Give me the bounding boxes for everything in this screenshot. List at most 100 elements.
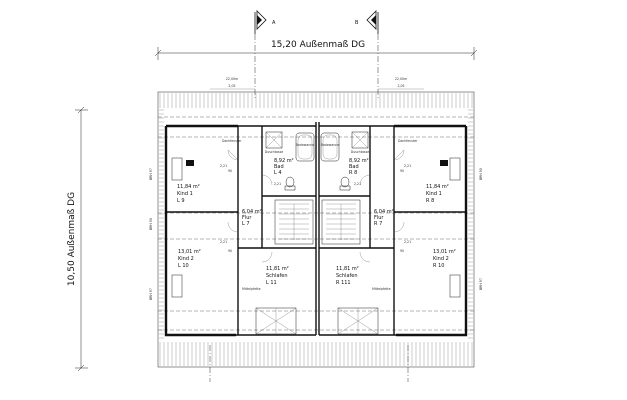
svg-text:8,92 m²: 8,92 m² (349, 158, 369, 164)
top-dimension-label: 15,20 Außenmaß DG (271, 40, 365, 50)
svg-text:11,81 m²: 11,81 m² (336, 266, 359, 272)
note-dachfenster-left: Dachfenster (222, 139, 242, 143)
building-outline (157, 91, 475, 368)
section-marker-a: A (254, 10, 276, 34)
exterior-walls (164, 124, 468, 337)
staircase-left (274, 199, 314, 245)
svg-text:Schlafen: Schlafen (266, 273, 288, 279)
svg-text:11,84 m²: 11,84 m² (426, 184, 449, 190)
note-mittelpfette-right: Mittelpfette (372, 287, 391, 291)
room-schlafen-right: 11,81 m² Schlafen R 111 (336, 266, 359, 286)
svg-text:Flur: Flur (374, 215, 384, 221)
room-kind1-right: 11,84 m² Kind 1 R 8 (426, 184, 449, 204)
note-dachfenster-right: Dachfenster (398, 139, 418, 143)
bed-right (337, 307, 379, 335)
svg-text:2,05: 2,05 (397, 84, 404, 88)
brh-right-mid: BRH 97 (479, 278, 483, 290)
brh-left-bot: BRH 97 (149, 288, 153, 300)
room-flur-right: 6,04 m² Flur R 7 (374, 209, 394, 227)
room-bad-right: 8,92 m² Bad R 8 (349, 158, 369, 176)
left-unit-walls (166, 125, 316, 336)
svg-text:6,04 m²: 6,04 m² (242, 209, 262, 215)
dim-90-c: 90 (400, 169, 404, 173)
top-small-dim-right: 22,00m 2,05 (378, 77, 424, 90)
dim-90-d: 90 (400, 249, 404, 253)
dim-221-right-top: 2,21 (404, 164, 411, 168)
svg-text:L 4: L 4 (274, 170, 282, 176)
shower-right: Duschtasse (351, 131, 369, 154)
svg-text:22,00m: 22,00m (226, 77, 238, 81)
room-bad-left: 8,92 m² Bad L 4 (274, 158, 294, 176)
svg-text:Kind 1: Kind 1 (426, 191, 442, 197)
svg-text:Kind 2: Kind 2 (433, 256, 449, 262)
svg-text:Duschtasse: Duschtasse (351, 150, 369, 154)
svg-text:R 10: R 10 (433, 263, 444, 269)
section-marker-b: B (355, 10, 379, 34)
bathtub-right: Badewanne (321, 132, 340, 162)
toilet-left (284, 176, 296, 191)
room-flur-left: 6,04 m² Flur L 7 (242, 209, 262, 227)
brh-left-top: BRH 97 (149, 168, 153, 180)
roof-hatch-bottom (159, 342, 473, 366)
svg-text:R 8: R 8 (426, 198, 434, 204)
svg-text:L 9: L 9 (177, 198, 185, 204)
svg-text:L 10: L 10 (178, 263, 189, 269)
roof-hatch-right (468, 109, 473, 339)
svg-text:6,04 m²: 6,04 m² (374, 209, 394, 215)
svg-text:Badewanne: Badewanne (296, 143, 315, 147)
window-left-lower (171, 274, 183, 298)
svg-text:2,05: 2,05 (228, 84, 235, 88)
dim-90-a: 90 (228, 169, 232, 173)
dim-221-left-mid: 2,21 (220, 240, 227, 244)
brh-left-mid: BRH 90 (149, 218, 153, 230)
svg-text:Schlafen: Schlafen (336, 273, 358, 279)
roof-hatch-left (159, 109, 164, 339)
window-left-upper (171, 157, 183, 181)
svg-text:11,84 m²: 11,84 m² (177, 184, 200, 190)
svg-text:13,01 m²: 13,01 m² (433, 249, 456, 255)
bathtub-left: Badewanne (296, 132, 315, 162)
svg-text:Kind 1: Kind 1 (177, 191, 193, 197)
svg-text:Bad: Bad (274, 164, 284, 170)
room-schlafen-left: 11,81 m² Schlafen L 11 (266, 266, 289, 286)
svg-text:Flur: Flur (242, 215, 252, 221)
svg-text:Kind 2: Kind 2 (178, 256, 194, 262)
bed-left (255, 307, 297, 335)
roof-hatch-top (159, 93, 473, 108)
svg-text:L 11: L 11 (266, 280, 277, 286)
shower-left: Duschtasse (265, 131, 283, 154)
svg-text:13,01 m²: 13,01 m² (178, 249, 201, 255)
svg-text:R 7: R 7 (374, 221, 382, 227)
svg-text:Bad: Bad (349, 164, 359, 170)
room-kind1-left: 11,84 m² Kind 1 L 9 (177, 184, 200, 204)
party-wall (315, 122, 320, 335)
note-mittelpfette-left: Mittelpfette (242, 287, 261, 291)
dim-221-left-top: 2,21 (220, 164, 227, 168)
dim-221-right-mid: 2,21 (404, 240, 411, 244)
dim-221-left-bot: 2,21 (274, 182, 281, 186)
left-dimension: 10,50 Außenmaß DG (67, 106, 88, 372)
staircase-right (321, 199, 361, 245)
svg-text:L 7: L 7 (242, 221, 250, 227)
section-label-b: B (355, 20, 359, 26)
svg-text:R 111: R 111 (336, 280, 351, 286)
svg-text:Duschtasse: Duschtasse (265, 150, 283, 154)
room-kind2-left: 13,01 m² Kind 2 L 10 (178, 249, 201, 269)
svg-text:R 8: R 8 (349, 170, 357, 176)
section-label-a: A (272, 20, 276, 26)
svg-text:8,92 m²: 8,92 m² (274, 158, 294, 164)
window-right-lower (449, 274, 461, 298)
brh-right-top: BRH 90 (479, 168, 483, 180)
chimney-left (186, 160, 194, 166)
room-kind2-right: 13,01 m² Kind 2 R 10 (433, 249, 456, 269)
left-dimension-label: 10,50 Außenmaß DG (67, 192, 77, 286)
svg-text:Badewanne: Badewanne (321, 143, 340, 147)
door-swings (227, 149, 405, 263)
svg-text:11,81 m²: 11,81 m² (266, 266, 289, 272)
window-right-upper (449, 157, 461, 181)
top-small-dim-left: 22,00m 2,05 (210, 77, 255, 90)
dim-221-right-bot: 2,21 (354, 182, 361, 186)
dim-90-b: 90 (228, 249, 232, 253)
right-unit-walls (319, 125, 466, 336)
